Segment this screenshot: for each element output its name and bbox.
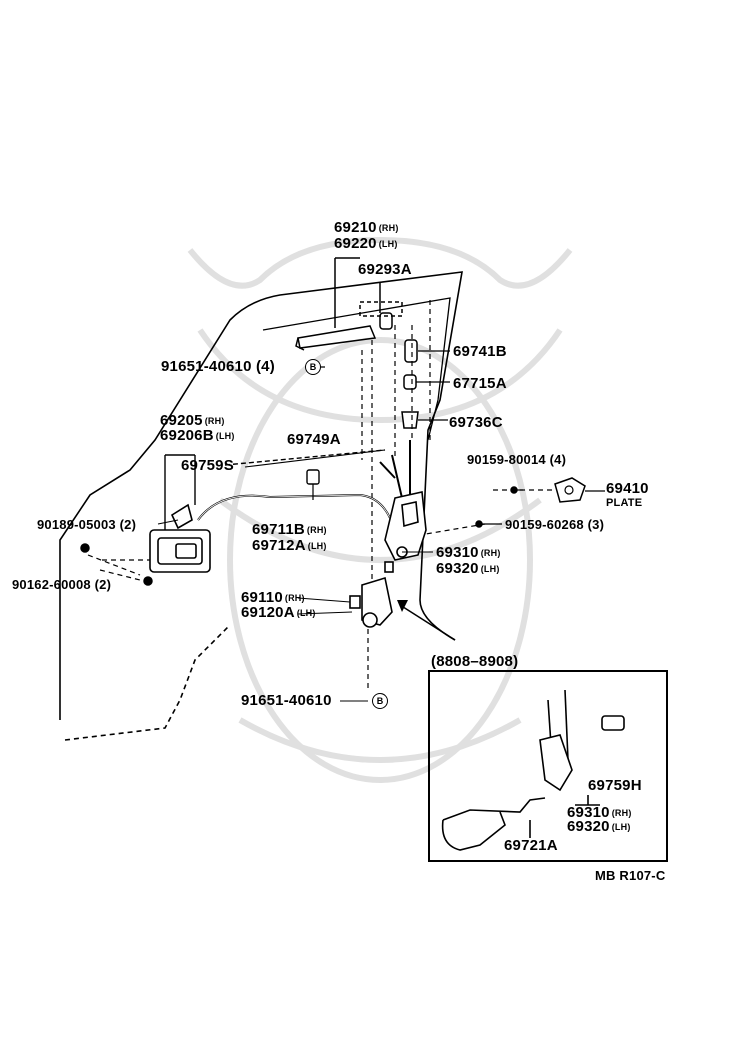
label-69205: 69205(RH) <box>160 412 225 429</box>
label-69736c: 69736C <box>449 414 503 431</box>
label-91651-40610-4: 91651-40610 (4) <box>161 358 275 375</box>
label-91651-40610: 91651-40610 <box>241 692 332 709</box>
outside-handle <box>295 257 403 351</box>
label-69210: 69210(RH) <box>334 219 399 236</box>
clips <box>401 339 419 429</box>
bolt-marker-b-upper: B <box>305 359 321 375</box>
inset-label-69721a: 69721A <box>504 837 558 854</box>
label-69206b: 69206B(LH) <box>160 427 235 444</box>
door-lock-body <box>349 576 393 628</box>
label-90159-60268: 90159-60268 (3) <box>505 517 605 532</box>
label-69120a: 69120A(LH) <box>241 604 316 621</box>
label-69410-plate: PLATE <box>606 497 643 509</box>
watermark-emblem <box>187 236 573 783</box>
inset-label-69320: 69320(LH) <box>567 818 631 835</box>
inset-label-69759h: 69759H <box>588 777 642 794</box>
label-69293a: 69293A <box>358 261 412 278</box>
label-69110: 69110(RH) <box>241 589 305 606</box>
label-90189-05003: 90189-05003 (2) <box>37 517 137 532</box>
label-69749a: 69749A <box>287 431 341 448</box>
diagram-code: MB R107-C <box>595 868 666 883</box>
label-69741b: 69741B <box>453 343 507 360</box>
inset-frame <box>428 670 668 862</box>
bolt-marker-b-lower: B <box>372 693 388 709</box>
label-69320: 69320(LH) <box>436 560 500 577</box>
label-90162-60008: 90162-60008 (2) <box>12 577 112 592</box>
label-69410: 69410 <box>606 480 649 497</box>
striker-plate <box>554 477 586 503</box>
label-67715a: 67715A <box>453 375 507 392</box>
label-69759s: 69759S <box>181 457 234 474</box>
inset-date-range: (8808–8908) <box>431 653 519 670</box>
inset-label-69310: 69310(RH) <box>567 804 632 821</box>
lock-assembly <box>384 491 427 573</box>
inside-handle <box>149 503 211 573</box>
inset-drawing <box>441 689 625 851</box>
label-90159-80014: 90159-80014 (4) <box>467 452 567 467</box>
label-69711b: 69711B(RH) <box>252 521 327 538</box>
label-69712a: 69712A(LH) <box>252 537 327 554</box>
label-69220: 69220(LH) <box>334 235 398 252</box>
label-69310: 69310(RH) <box>436 544 501 561</box>
